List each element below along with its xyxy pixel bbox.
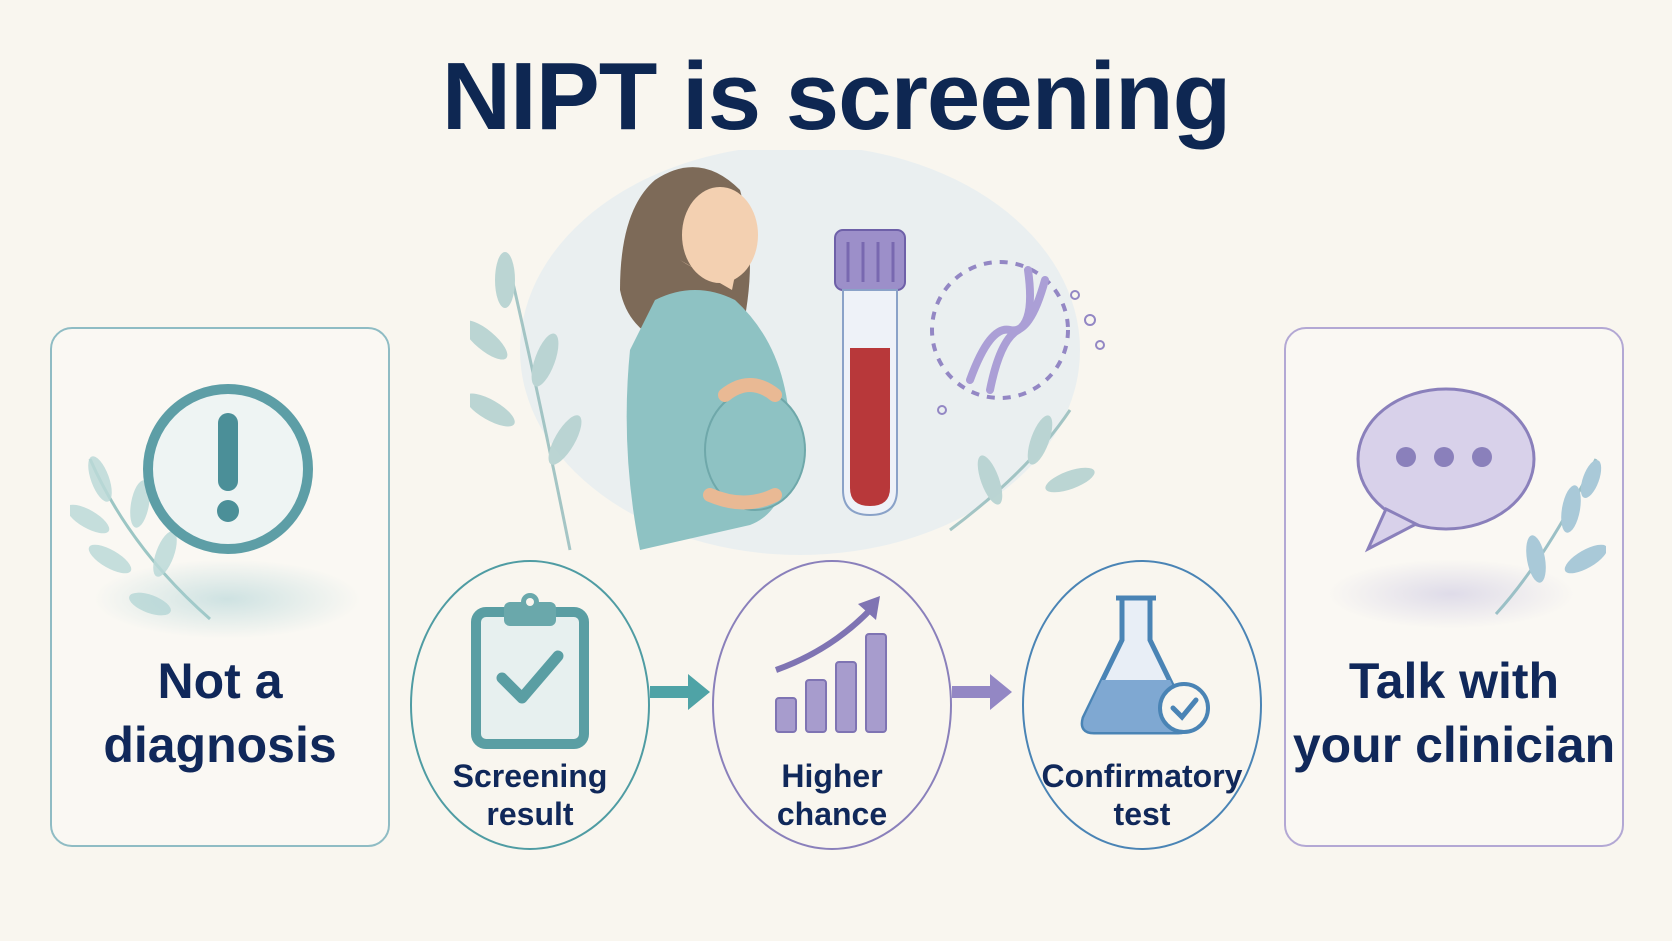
watercolor-cloud xyxy=(92,559,362,639)
page-title: NIPT is screening xyxy=(441,43,1232,150)
card-label-line2: your clinician xyxy=(1292,717,1616,773)
card-label-line1: Talk with xyxy=(1348,653,1560,709)
step-label-line2: chance xyxy=(776,796,888,832)
talk-with-clinician-card: Talk with your clinician xyxy=(1284,327,1624,847)
dna-icon xyxy=(930,260,1105,415)
hero-illustration xyxy=(470,150,1105,555)
card-label-line2: diagnosis xyxy=(103,717,337,773)
step-confirmatory-test: Confirmatory test xyxy=(1022,560,1262,850)
pregnant-woman-illustration xyxy=(620,167,806,550)
leaf-sprig-icon xyxy=(470,252,582,551)
step-higher-chance: Higher chance xyxy=(712,560,952,850)
clipboard-check-icon xyxy=(471,593,589,749)
step-label-line2: test xyxy=(1113,796,1171,832)
step-screening-result: Screening result xyxy=(410,560,650,850)
speech-bubble-icon xyxy=(1356,387,1536,553)
leaf-sprig-icon xyxy=(1494,458,1606,616)
not-a-diagnosis-card: Not a diagnosis xyxy=(50,327,390,847)
rising-bar-chart-icon xyxy=(774,596,887,733)
blood-tube-icon xyxy=(834,229,906,517)
flask-check-icon xyxy=(1080,595,1210,735)
leaf-sprig-icon xyxy=(949,409,1095,532)
exclamation-circle-icon xyxy=(143,384,313,554)
card-label-line1: Not a xyxy=(157,653,283,709)
arrow-right-icon xyxy=(650,674,710,710)
step-label-line1: Screening xyxy=(452,758,608,794)
step-label-line1: Confirmatory xyxy=(1041,758,1243,794)
step-label-line2: result xyxy=(486,796,574,832)
step-label-line1: Higher xyxy=(781,758,883,794)
arrow-right-icon xyxy=(952,674,1012,710)
